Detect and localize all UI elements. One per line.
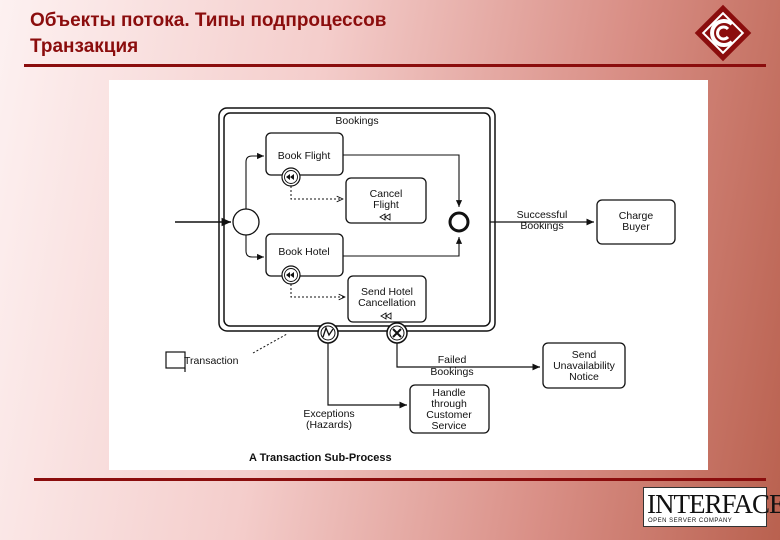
task-book-hotel-label: Book Hotel	[278, 246, 329, 258]
task-handle-label-1: Handle	[432, 387, 465, 399]
compensation-event-icon	[281, 265, 301, 285]
task-book-flight-label: Book Flight	[278, 150, 331, 162]
task-send-unavailability-label-3: Notice	[569, 371, 599, 383]
error-boundary-event-icon	[317, 322, 339, 344]
task-handle-label-2: through	[431, 398, 467, 410]
slide-title-line-2: Транзакция	[30, 36, 139, 57]
flow-book-flight-to-end	[343, 154, 463, 207]
task-send-hotel-cancellation-label-2: Cancellation	[358, 297, 416, 309]
diagram-caption: A Transaction Sub-Process	[249, 452, 392, 464]
diagram-panel: Bookings Book Flight Cancel Flight	[109, 80, 708, 470]
label-successful-bookings-1: Successful	[517, 209, 568, 221]
slide-title-line-1: Объекты потока. Типы подпроцессов	[30, 10, 387, 31]
flow-to-book-flight	[245, 152, 264, 209]
start-event	[232, 208, 260, 236]
transaction-annotation: Transaction	[165, 333, 288, 372]
label-exceptions-2: (Hazards)	[306, 419, 352, 431]
association-to-cancel-flight	[290, 186, 343, 199]
label-exceptions-1: Exceptions	[303, 408, 354, 420]
label-successful-bookings-2: Bookings	[520, 220, 563, 232]
compensation-marker-icon	[379, 213, 391, 221]
flow-book-hotel-to-end	[343, 237, 463, 257]
task-send-hotel-cancellation-label-1: Send Hotel	[361, 286, 413, 298]
label-failed-bookings-2: Bookings	[430, 366, 473, 378]
task-cancel-flight-label-2: Flight	[373, 199, 399, 211]
title-divider	[24, 64, 766, 67]
task-cancel-flight-label-1: Cancel	[370, 188, 403, 200]
association-to-send-hotel-cancellation	[290, 284, 345, 297]
task-charge-buyer-label-1: Charge	[619, 210, 654, 222]
task-handle-label-3: Customer	[426, 409, 472, 421]
slide-title: Объекты потока. Типы подпроцессов Транза…	[30, 8, 386, 60]
subprocess-label: Bookings	[335, 115, 378, 127]
task-book-flight: Book Flight	[265, 132, 344, 176]
interface-logo-brand: INTERFACE	[647, 489, 780, 519]
task-charge-buyer: Charge Buyer	[596, 199, 676, 245]
task-charge-buyer-label-2: Buyer	[622, 221, 650, 233]
task-send-unavailability-label-2: Unavailability	[553, 360, 616, 372]
compensation-event-icon	[281, 167, 301, 187]
label-failed-bookings-1: Failed	[438, 354, 467, 366]
company-logo-icon	[694, 4, 752, 62]
compensation-marker-icon	[380, 312, 392, 320]
flow-failed-bookings	[396, 343, 540, 371]
task-cancel-flight: Cancel Flight	[345, 177, 427, 224]
task-book-hotel: Book Hotel	[265, 233, 344, 277]
cancel-boundary-event-icon	[386, 322, 408, 344]
task-handle-label-4: Service	[431, 420, 466, 432]
end-event	[448, 211, 470, 233]
task-send-hotel-cancellation: Send Hotel Cancellation	[347, 275, 427, 323]
task-send-unavailability-notice: Send Unavailability Notice	[542, 342, 626, 389]
flow-to-book-hotel	[245, 235, 264, 261]
annotation-label: Transaction	[184, 355, 239, 367]
task-send-unavailability-label-1: Send	[572, 349, 597, 361]
interface-logo: INTERFACE OPEN SERVER COMPANY	[643, 487, 780, 527]
interface-logo-tagline: OPEN SERVER COMPANY	[648, 518, 733, 524]
footer-divider	[34, 478, 766, 481]
transaction-diagram: Bookings Book Flight Cancel Flight	[165, 107, 676, 464]
flow-exceptions	[327, 343, 407, 409]
task-handle-customer-service: Handle through Customer Service	[409, 384, 490, 434]
